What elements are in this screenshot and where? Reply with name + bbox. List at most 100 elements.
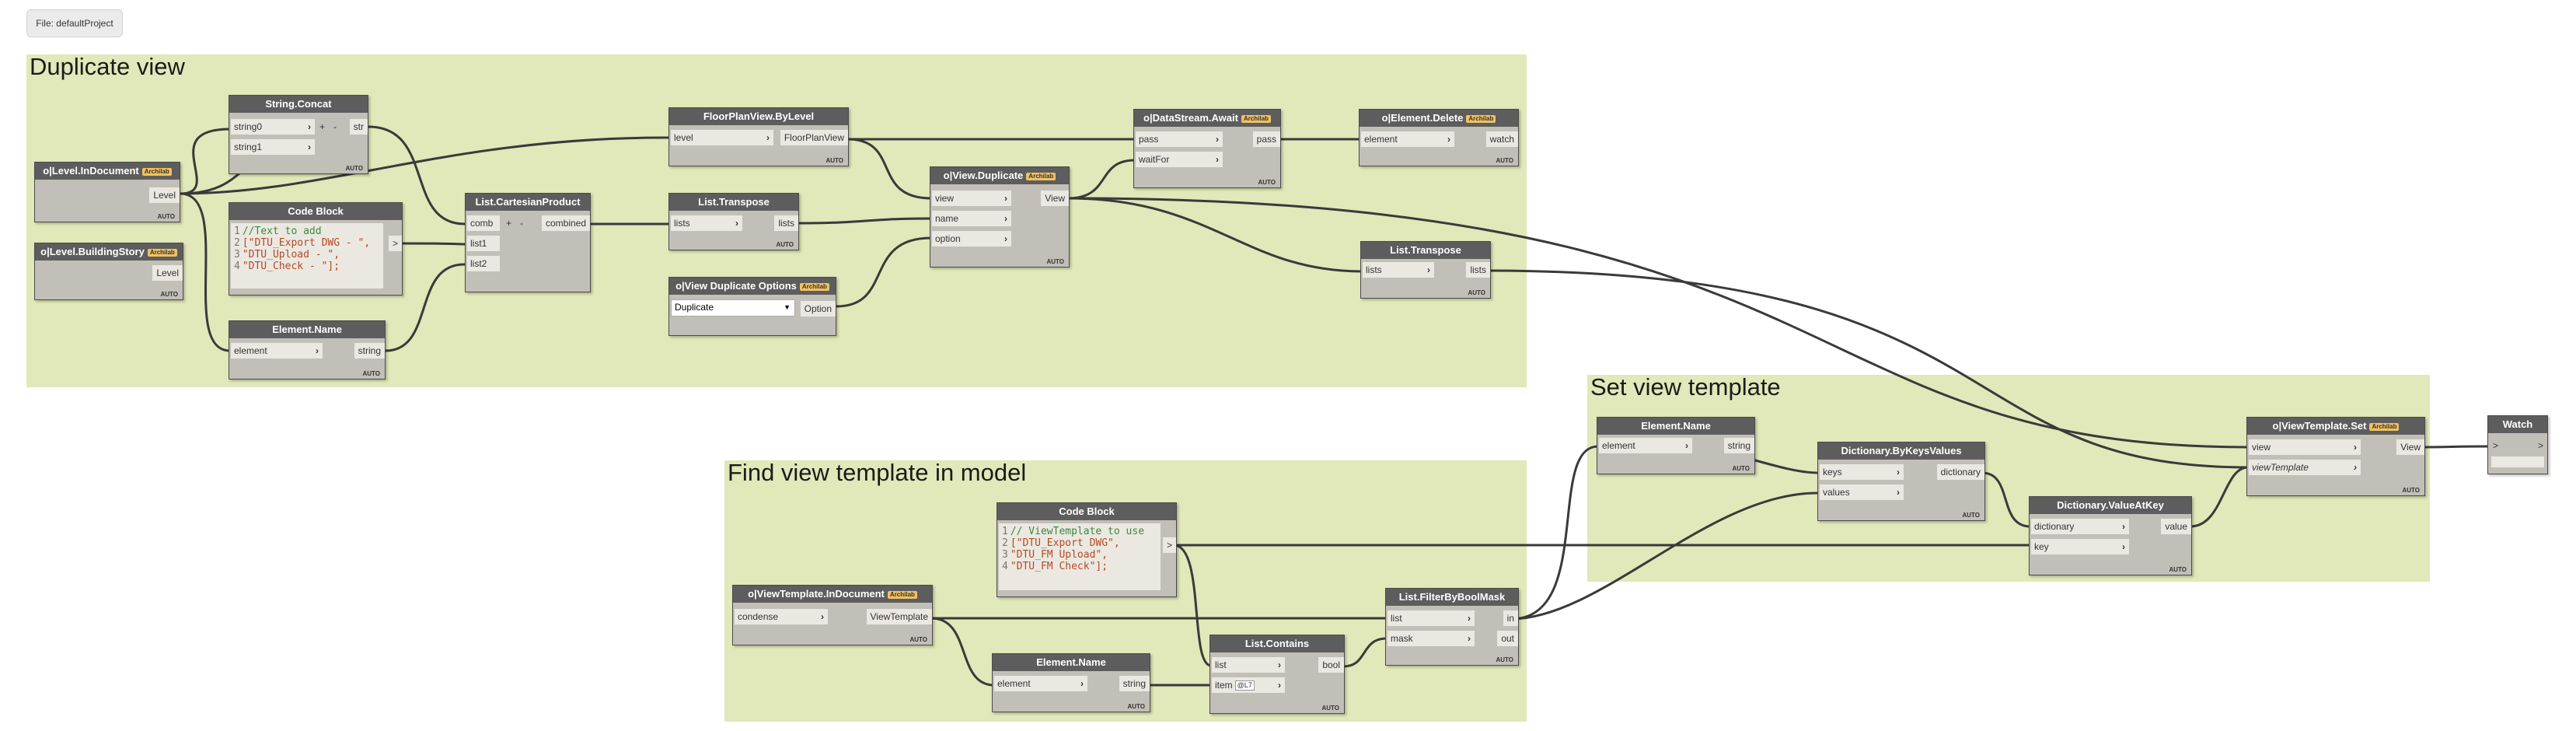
output-port-view[interactable]: View [1041,191,1069,206]
input-port-viewtemplate[interactable]: viewTemplate› [2249,460,2361,475]
input-port-list2[interactable]: list2 [467,256,500,271]
input-port-element[interactable]: element› [994,676,1087,691]
wire [1510,445,1599,621]
node-list-filterbyboolmask[interactable]: List.FilterByBoolMask list› in mask› out… [1385,588,1519,666]
add-input-button[interactable]: + [319,121,326,132]
node-title: List.Transpose [1361,242,1490,259]
node-string-concat[interactable]: String.Concat string0› + - str string1› … [229,95,368,174]
duplicate-option-select[interactable]: Duplicate▼ [671,299,795,317]
auto-label: AUTO [1962,512,1980,519]
chevron-right-icon: › [821,611,824,622]
output-port-level[interactable]: Level [149,187,180,203]
input-port-view[interactable]: view› [2249,439,2361,455]
auto-label: AUTO [2169,566,2187,573]
node-list-transpose-1[interactable]: List.Transpose lists› lists AUTO [668,193,799,250]
code-editor[interactable]: 1//Text to add 2["DTU_Export DWG - ", 3"… [231,223,383,289]
output-port-bool[interactable]: bool [1318,657,1344,673]
node-list-cartesianproduct[interactable]: List.CartesianProduct comb + - combined … [465,193,591,292]
input-port-string0[interactable]: string0› [231,119,315,135]
input-port-key[interactable]: key› [2031,539,2129,554]
chevron-right-icon: › [1216,154,1219,165]
input-port-element[interactable]: element› [1599,438,1692,453]
input-port-name[interactable]: name› [932,211,1011,226]
input-port-pass[interactable]: pass› [1136,131,1223,147]
input-port-element[interactable]: element› [231,343,323,359]
output-port-option[interactable]: Option [800,301,836,317]
node-element-name-templates[interactable]: Element.Name element› string AUTO [1597,417,1755,474]
input-port-string1[interactable]: string1› [231,139,315,155]
input-port-list[interactable]: list› [1387,610,1475,626]
node-element-name-levels[interactable]: Element.Name element› string AUTO [229,320,386,379]
output-port-lists[interactable]: lists [1466,262,1490,278]
input-port-condense[interactable]: condense› [735,609,828,624]
wire [2190,466,2249,528]
output-port-value[interactable]: value [2161,519,2191,534]
input-port-dictionary[interactable]: dictionary› [2031,519,2129,534]
input-port-list[interactable]: list› [1212,657,1285,673]
remove-input-button[interactable]: - [520,218,523,229]
output-port-watch[interactable]: watch [1485,131,1518,147]
input-port-values[interactable]: values› [1820,484,1904,500]
input-port-keys[interactable]: keys› [1820,464,1904,480]
output-port[interactable]: > [2537,440,2543,451]
output-port-in[interactable]: in [1503,610,1518,626]
input-port-view[interactable]: view› [932,191,1011,206]
output-port-level[interactable]: Level [152,265,183,281]
remove-input-button[interactable]: - [333,121,337,132]
input-port[interactable]: > [2493,440,2499,451]
input-port-element[interactable]: element› [1361,131,1454,147]
node-title: Element.Name [1597,418,1754,435]
node-watch[interactable]: Watch > > [2487,415,2548,474]
chevron-right-icon: › [2122,541,2125,552]
input-port-option[interactable]: option› [932,231,1011,247]
output-port-viewtemplate[interactable]: ViewTemplate [866,609,932,624]
node-element-name-find[interactable]: Element.Name element› string AUTO [992,653,1150,712]
node-dictionary-bykeysvalues[interactable]: Dictionary.ByKeysValues keys› dictionary… [1817,442,1985,521]
input-port-waitfor[interactable]: waitFor› [1136,152,1223,167]
node-list-contains[interactable]: List.Contains list› bool item@L7› AUTO [1209,635,1345,714]
input-port-level[interactable]: level› [671,130,773,145]
output-port-string[interactable]: string [1723,438,1754,453]
file-project-button[interactable]: File: defaultProject [26,9,123,37]
output-port-floorplanview[interactable]: FloorPlanView [780,130,848,145]
output-port-out[interactable]: out [1497,631,1518,646]
node-code-block-templates[interactable]: Code Block 1// ViewTemplate to use 2["DT… [997,502,1177,597]
auto-label: AUTO [2402,487,2420,494]
node-list-transpose-2[interactable]: List.Transpose lists› lists AUTO [1360,241,1491,299]
input-port-comb[interactable]: comb [467,215,500,231]
use-levels-box[interactable]: @L7 [1234,680,1255,691]
output-port-lists[interactable]: lists [774,215,798,231]
node-code-block-text[interactable]: Code Block 1//Text to add 2["DTU_Export … [229,202,403,296]
node-title: o|ViewTemplate.InDocument [748,588,885,600]
input-port-item[interactable]: item@L7› [1212,677,1285,693]
output-port-string[interactable]: string [1119,676,1150,691]
wire [1510,491,1820,621]
code-line: 4"DTU_Check - "]; [234,261,340,272]
node-floorplanview-bylevel[interactable]: FloorPlanView.ByLevel level› FloorPlanVi… [668,107,849,166]
output-port-dictionary[interactable]: dictionary [1936,464,1984,480]
input-port-lists[interactable]: lists› [1363,262,1434,278]
output-port-str[interactable]: str [349,119,368,135]
add-input-button[interactable]: + [506,218,512,229]
node-dictionary-valueatkey[interactable]: Dictionary.ValueAtKey dictionary› value … [2029,496,2192,575]
output-port-string[interactable]: string [354,343,385,359]
input-port-mask[interactable]: mask› [1387,631,1475,646]
input-port-list1[interactable]: list1 [467,236,500,251]
output-port-combined[interactable]: combined [541,215,590,231]
wire [180,192,231,352]
output-port[interactable]: > [388,236,402,251]
chevron-right-icon: › [1004,233,1007,244]
output-port[interactable]: > [1162,537,1176,553]
output-port-view[interactable]: View [2396,439,2424,455]
output-port-pass[interactable]: pass [1252,131,1280,147]
input-port-lists[interactable]: lists› [671,215,742,231]
code-editor[interactable]: 1// ViewTemplate to use 2["DTU_Export DW… [999,523,1161,590]
